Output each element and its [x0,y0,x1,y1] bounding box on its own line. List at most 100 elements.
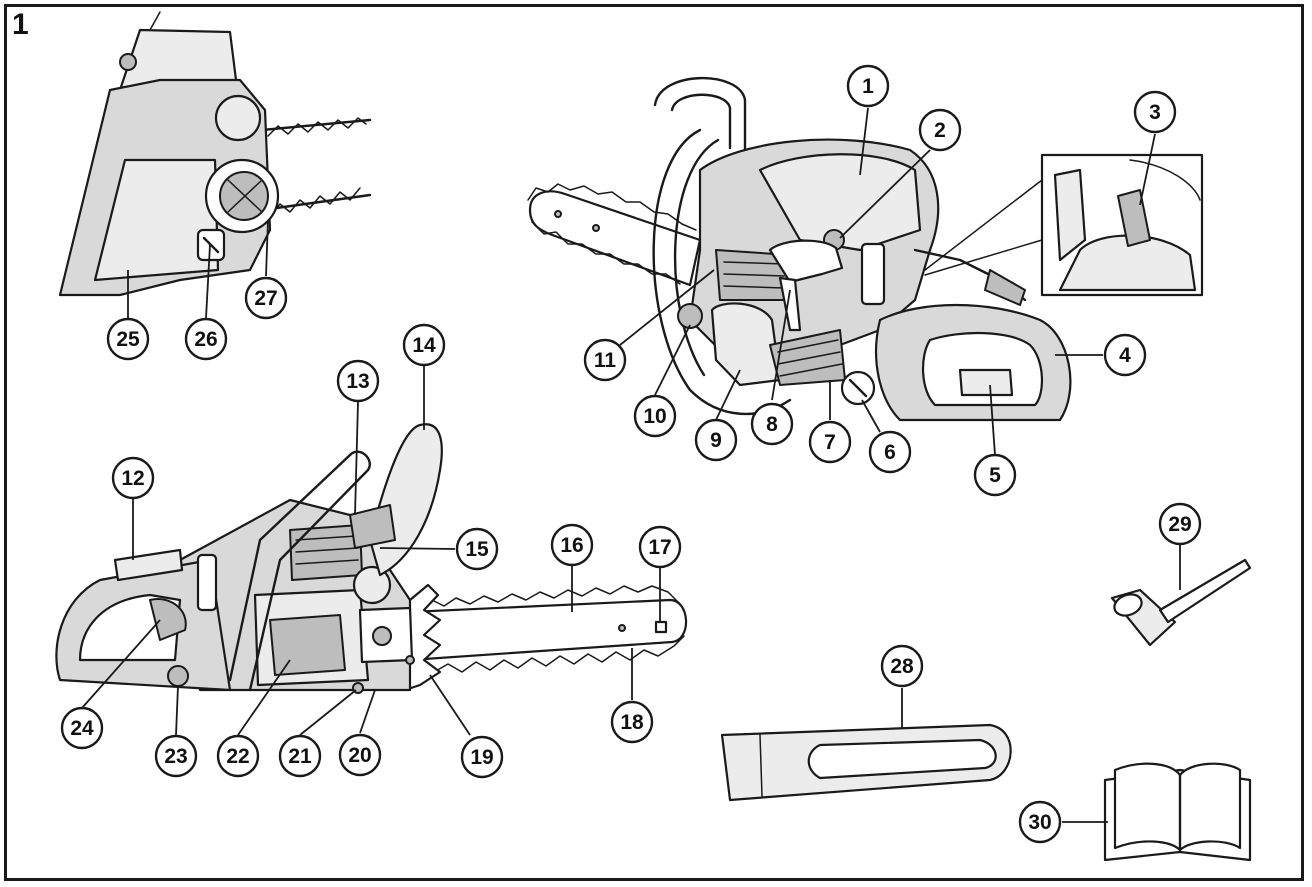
leader-24 [81,619,161,709]
wrench-screwdriver [1158,558,1252,624]
callout-circle [1103,333,1147,377]
callout-circle [868,430,912,474]
grill-slats-lower [777,339,843,377]
bar-rivet [554,210,562,218]
callout-26: 26 [184,317,228,361]
side-cover-view [58,11,372,297]
callout-label: 9 [710,429,722,452]
callout-circle [633,394,677,438]
chain-cover-panel [269,614,346,676]
clutch-cross [227,179,263,213]
chain-oil-cap [677,303,703,329]
callout-label: 2 [934,119,946,142]
callout-label: 22 [226,745,249,768]
callout-17: 17 [638,525,682,569]
bar-nose-mark [654,620,668,634]
callout-circle [216,734,260,778]
cylinder-fins [289,524,363,581]
callout-29: 29 [1158,502,1202,546]
figure-frame [4,4,1304,881]
callout-circle [154,734,198,778]
wrench-socket-end [1113,593,1143,617]
callout-circle [60,706,104,750]
callout-circle [244,276,288,320]
callout-25: 25 [106,317,150,361]
callout-24: 24 [60,706,104,750]
chain-top-edge [527,183,697,231]
front-handle-tube [228,450,371,692]
callout-circle [278,734,322,778]
callout-label: 7 [824,431,836,454]
hand-guard [368,423,443,577]
front-handle-top [653,76,747,152]
callout-label: 30 [1028,811,1051,834]
scabbard-line [759,734,763,797]
leader-3 [1139,133,1156,206]
leader-27 [265,219,269,277]
leader-5 [989,384,996,456]
callout-7: 7 [808,420,852,464]
callout-19: 19 [460,735,504,779]
starter-cover [710,302,782,387]
throttle-lockout [984,269,1026,306]
callout-label: 26 [194,328,217,351]
callout-circle [610,700,654,744]
callout-23: 23 [154,734,198,778]
callout-15: 15 [455,527,499,571]
callout-6: 6 [868,430,912,474]
callout-18: 18 [610,700,654,744]
bumper-spike [403,583,442,692]
guide-bar-side [408,598,688,662]
leader-8 [771,289,791,401]
callout-label: 19 [470,746,493,769]
callout-label: 25 [116,328,140,351]
handle-bracket-side [196,553,218,612]
callout-circle [1018,800,1062,844]
callout-circle [338,733,382,777]
callout-4: 4 [1103,333,1147,377]
callout-circle [583,338,627,382]
callout-circle [111,456,155,500]
tensioner-slot [202,236,220,254]
leader-22 [237,659,291,736]
leader-23 [175,685,179,736]
chain-side-top [419,585,681,611]
callout-label: 12 [121,467,144,490]
leader-6 [861,399,881,433]
leader-19 [429,674,471,736]
fuel-cap-slot [848,378,868,398]
chain-side-bottom [419,635,685,673]
callout-circle [184,317,228,361]
callout-label: 20 [348,744,371,767]
figure-number: 1 [12,8,29,41]
callout-circle [694,418,738,462]
callout-27: 27 [244,276,288,320]
leader-10 [654,324,691,396]
oil-cap-side [167,665,189,687]
leader-13 [354,401,359,516]
chain-brake-link [349,504,396,549]
callout-circle [750,402,794,446]
callout-circle [846,64,890,108]
chain-teeth-lower [269,187,361,217]
leader-26 [205,244,211,319]
front-bumper-round [352,565,392,605]
callout-3: 3 [1133,90,1177,134]
callout-label: 6 [884,441,896,464]
front-handle-inner [670,93,732,150]
throttle-lock-side [113,548,184,582]
callout-label: 15 [465,538,489,561]
callout-label: 16 [560,534,583,557]
combination-wrench [1110,558,1252,647]
callout-label: 24 [70,717,94,740]
operator-manual [1103,762,1252,862]
manual-pages [1113,762,1242,852]
leader-15 [379,547,456,550]
callout-circle [550,523,594,567]
bar-scabbard [720,723,1012,802]
leader-11 [619,269,715,346]
callout-circle [880,644,924,688]
bumper-round [214,94,262,142]
